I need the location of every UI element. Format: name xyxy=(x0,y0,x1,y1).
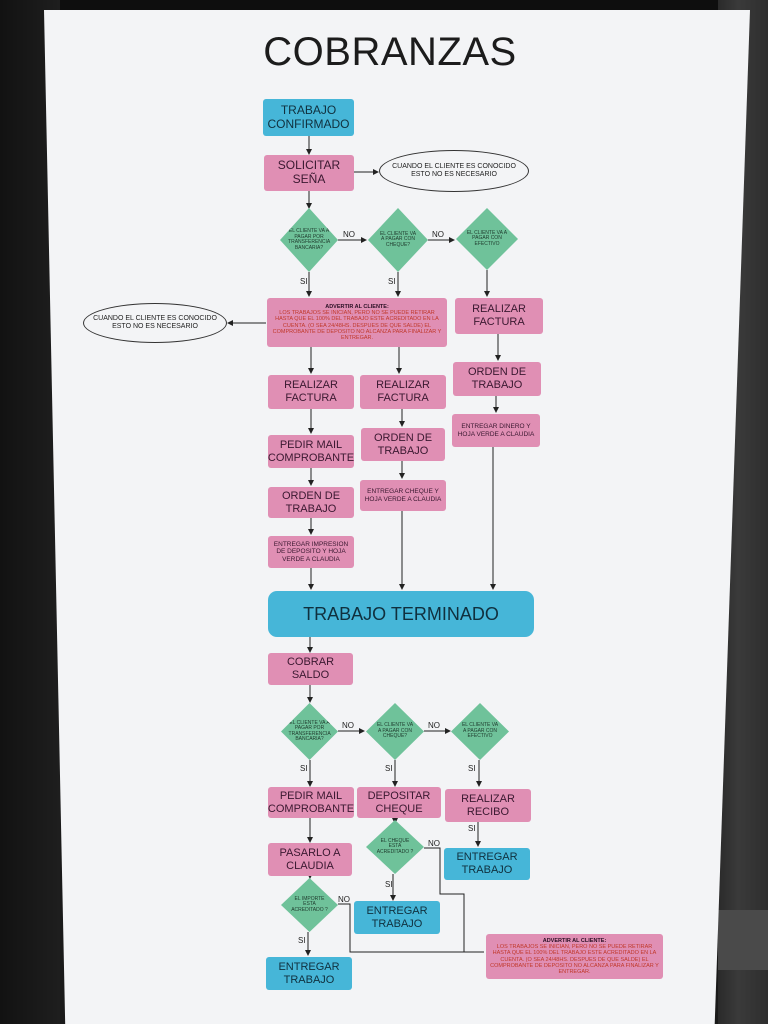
orden-trabajo-a: ORDEN DE TRABAJO xyxy=(268,487,354,518)
si-label: SI xyxy=(298,936,306,945)
trabajo-terminado-box: TRABAJO TERMINADO xyxy=(268,591,534,637)
entregar-cheque-hoja: ENTREGAR CHEQUE Y HOJA VERDE A CLAUDIA xyxy=(360,480,446,511)
depositar-cheque-box: DEPOSITAR CHEQUE xyxy=(357,787,441,818)
realizar-factura-b: REALIZAR FACTURA xyxy=(360,375,446,409)
si-label: SI xyxy=(300,277,308,286)
no-label: NO xyxy=(428,839,440,848)
orden-trabajo-c: ORDEN DE TRABAJO xyxy=(453,362,541,396)
conocido-note-1: CUANDO EL CLIENTE ES CONOCIDO ESTO NO ES… xyxy=(379,150,529,192)
si-label: SI xyxy=(468,824,476,833)
realizar-factura-c: REALIZAR FACTURA xyxy=(455,298,543,334)
no-label: NO xyxy=(432,230,444,239)
advertir-body: LOS TRABAJOS SE INICIAN, PERO NO SE PUED… xyxy=(490,943,659,976)
pedir-mail-comprobante-2: PEDIR MAIL COMPROBANTE xyxy=(268,787,354,818)
entregar-impresion-deposito: ENTREGAR IMPRESION DE DEPOSITO Y HOJA VE… xyxy=(268,536,354,568)
entregar-dinero-hoja: ENTREGAR DINERO Y HOJA VERDE A CLAUDIA xyxy=(452,414,540,447)
si-label: SI xyxy=(385,764,393,773)
entregar-trabajo-a: ENTREGAR TRABAJO xyxy=(266,957,352,990)
window-sill xyxy=(718,910,768,970)
realizar-factura-a: REALIZAR FACTURA xyxy=(268,375,354,409)
cobrar-saldo-box: COBRAR SALDO xyxy=(268,653,353,685)
solicitar-sena-box: SOLICITAR SEÑA xyxy=(264,155,354,191)
advertir-title: ADVERTIR AL CLIENTE: xyxy=(325,303,389,310)
advertir-cliente-1: ADVERTIR AL CLIENTE: LOS TRABAJOS SE INI… xyxy=(267,298,447,347)
advertir-body: LOS TRABAJOS SE INICIAN, PERO NO SE PUED… xyxy=(272,309,442,342)
no-label: NO xyxy=(343,230,355,239)
pedir-mail-comprobante-1: PEDIR MAIL COMPROBANTE xyxy=(268,435,354,468)
si-label: SI xyxy=(300,764,308,773)
realizar-recibo-box: REALIZAR RECIBO xyxy=(445,789,531,822)
advertir-cliente-2: ADVERTIR AL CLIENTE: LOS TRABAJOS SE INI… xyxy=(486,934,663,979)
conocido-note-2: CUANDO EL CLIENTE ES CONOCIDO ESTO NO ES… xyxy=(83,303,227,343)
trabajo-confirmado-box: TRABAJO CONFIRMADO xyxy=(263,99,354,136)
entregar-trabajo-c: ENTREGAR TRABAJO xyxy=(444,848,530,880)
entregar-trabajo-b: ENTREGAR TRABAJO xyxy=(354,901,440,934)
advertir-title: ADVERTIR AL CLIENTE: xyxy=(542,937,607,944)
no-label: NO xyxy=(338,895,350,904)
pasarlo-claudia-box: PASARLO A CLAUDIA xyxy=(268,843,352,876)
si-label: SI xyxy=(388,277,396,286)
si-label: SI xyxy=(385,880,393,889)
page-title: COBRANZAS xyxy=(263,30,517,74)
si-label: SI xyxy=(468,764,476,773)
no-label: NO xyxy=(342,721,354,730)
orden-trabajo-b: ORDEN DE TRABAJO xyxy=(361,428,445,461)
no-label: NO xyxy=(428,721,440,730)
